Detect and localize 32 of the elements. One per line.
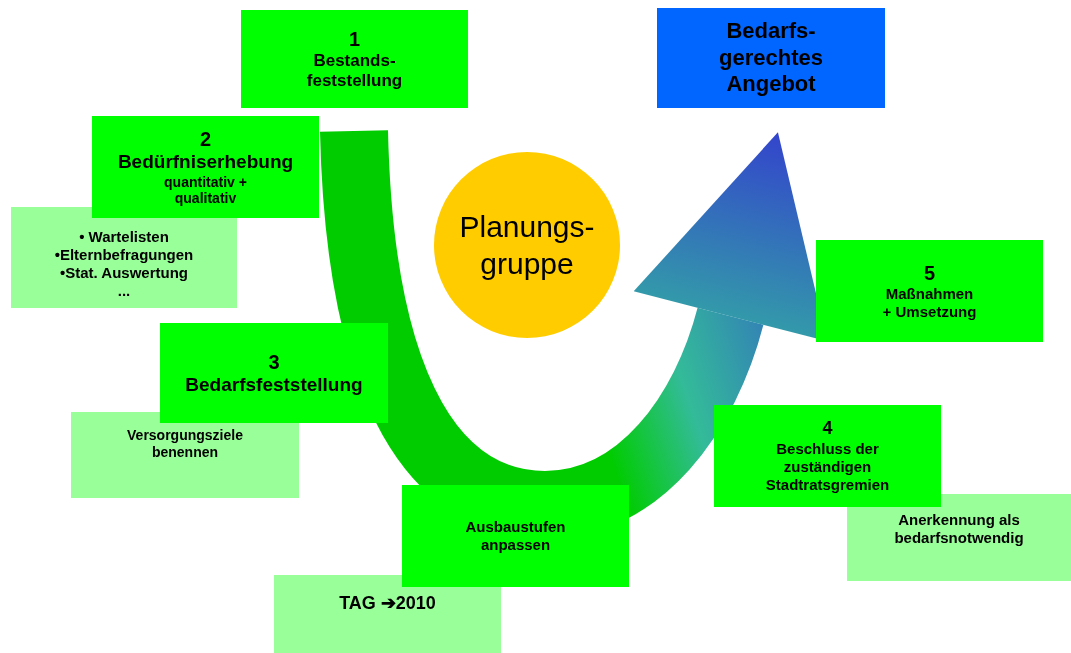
step-number: 4 xyxy=(822,418,833,440)
list-item: •Stat. Auswertung xyxy=(59,264,188,282)
step-box xyxy=(816,240,1043,342)
goal-box xyxy=(657,8,885,108)
step-title: Bestands- feststellung xyxy=(305,50,404,92)
step-box xyxy=(714,405,941,507)
step-title: Bedarfsfeststellung xyxy=(185,373,363,397)
list-item: • Wartelisten xyxy=(79,228,169,246)
step-number: 1 xyxy=(348,26,361,51)
step-title: Maßnahmen + Umsetzung xyxy=(882,285,977,321)
step-title: Beschluss der zuständigen Stadtratsgremien xyxy=(764,439,891,494)
list-item: •Elternbefragungen xyxy=(54,246,194,264)
step-number: 5 xyxy=(923,261,936,285)
step-box xyxy=(402,485,629,587)
step-title: Ausbaustufen anpassen xyxy=(464,518,567,554)
step-subtitle: quantitativ + qualitativ xyxy=(163,173,248,208)
step-box xyxy=(241,10,468,108)
goal-title: Bedarfs- gerechtes Angebot xyxy=(718,18,824,98)
step-number: 2 xyxy=(199,126,212,151)
hub-label: Planungs- gruppe xyxy=(458,208,596,282)
note-box xyxy=(847,494,1071,581)
step-box xyxy=(160,323,388,423)
note-text: TAG ➔2010 xyxy=(339,593,436,615)
ellipsis: ... xyxy=(117,282,131,300)
note-box xyxy=(11,207,237,308)
note-text: Versorgungsziele benennen xyxy=(126,427,244,461)
step-number: 3 xyxy=(268,349,280,374)
step-title: Bedürfniserhebung xyxy=(117,150,294,174)
note-box xyxy=(71,412,299,498)
note-box xyxy=(274,575,501,653)
note-text: Anerkennung als bedarfsnotwendig xyxy=(893,511,1025,547)
step-box xyxy=(92,116,319,218)
